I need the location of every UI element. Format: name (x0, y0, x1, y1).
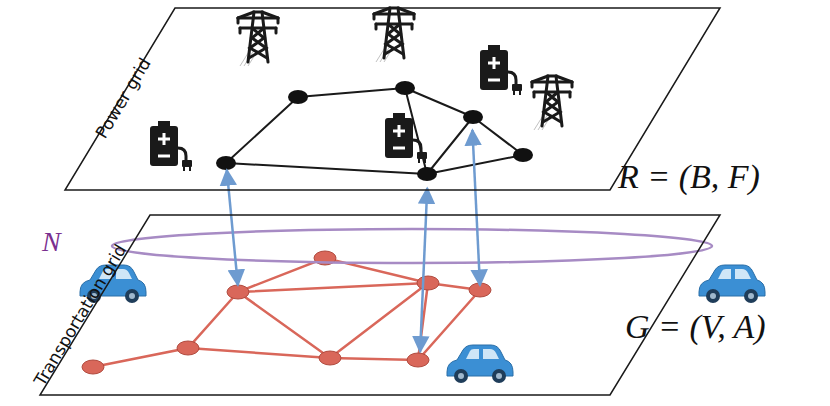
grid-plane: Power gridR = (B, F) (65, 8, 720, 190)
battery-icon (150, 121, 192, 171)
battery-icon (385, 113, 427, 163)
plane-title: Power grid (91, 54, 155, 142)
grid-plane: Transportation gridG = (V, A) (40, 215, 720, 395)
label-holder: G = (V, A) (625, 308, 766, 346)
power-bus (216, 81, 533, 181)
plane-outline (40, 215, 720, 395)
label-holder: N (42, 226, 61, 258)
car-icon (699, 265, 765, 303)
coupling-arrow (227, 170, 238, 285)
label-holder: Power grid (91, 54, 155, 142)
label-holder: Transportation grid (30, 241, 130, 390)
battery-icon (480, 45, 522, 95)
plane-title: Transportation grid (30, 241, 130, 390)
coupling-arrow (472, 130, 480, 285)
graph-formula: G = (V, A) (625, 308, 766, 346)
car-icon (447, 345, 513, 383)
coupling-label: N (42, 226, 61, 258)
power-lines (226, 88, 523, 174)
coupling-arrow (420, 188, 427, 352)
tower-icon (238, 12, 278, 66)
tower-icon (374, 8, 414, 62)
coupling-ellipse (112, 229, 712, 263)
road-junction (82, 251, 491, 374)
tower-icon (532, 76, 572, 130)
graph-formula: R = (B, F) (618, 158, 760, 196)
label-holder: R = (B, F) (618, 158, 760, 196)
